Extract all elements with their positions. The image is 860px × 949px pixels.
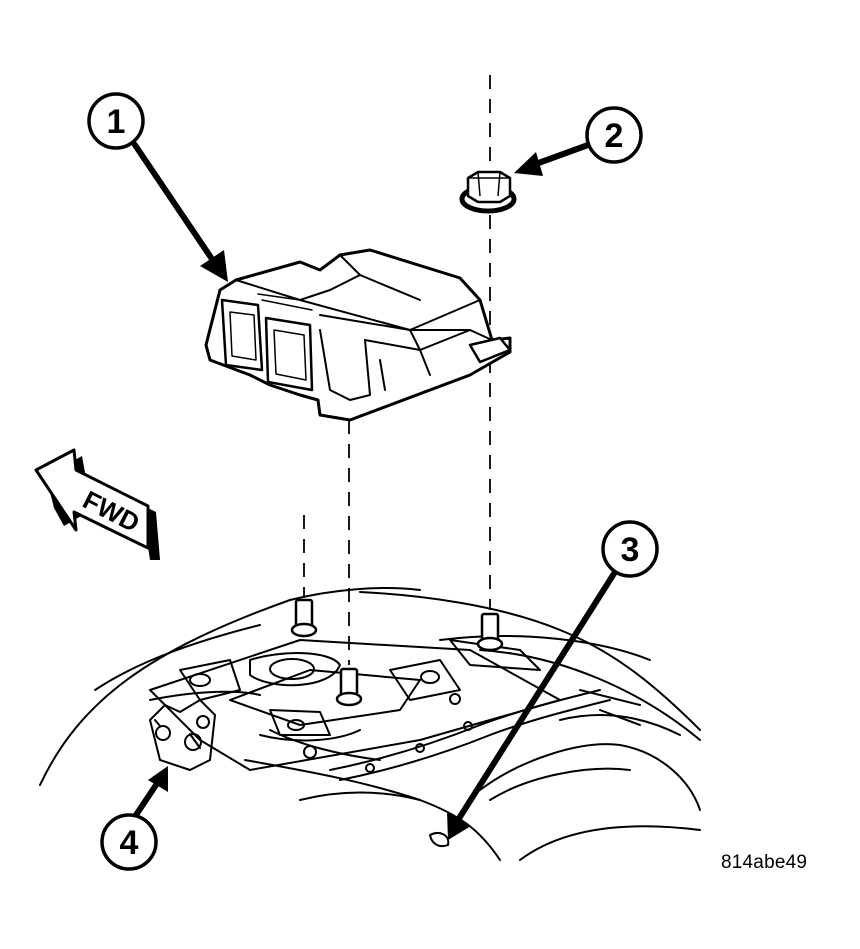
figure-code: 814abe49 bbox=[721, 852, 808, 873]
stud-right-base bbox=[476, 636, 504, 652]
arrowhead-2 bbox=[514, 152, 543, 176]
forward-direction-arrow: FWD bbox=[34, 448, 160, 560]
svg-text:3: 3 bbox=[621, 531, 640, 569]
svg-text:2: 2 bbox=[605, 117, 624, 155]
stud-front-base bbox=[335, 691, 363, 707]
connector-socket-b bbox=[264, 316, 314, 392]
svg-text:1: 1 bbox=[107, 103, 126, 141]
leader-lines bbox=[132, 142, 618, 823]
airbag-control-module bbox=[204, 248, 512, 422]
callout-2: 2 bbox=[585, 106, 643, 164]
alignment-lines bbox=[303, 75, 491, 665]
leader-4 bbox=[133, 779, 161, 818]
floor-pan bbox=[39, 587, 701, 861]
leader-arrowheads bbox=[148, 152, 543, 840]
leader-3 bbox=[455, 569, 618, 823]
leader-1 bbox=[132, 142, 217, 265]
arrowhead-1 bbox=[200, 250, 228, 282]
mounting-nut bbox=[459, 170, 517, 214]
mounting-studs bbox=[290, 598, 504, 707]
stud-left-base bbox=[290, 622, 318, 638]
callout-3: 3 bbox=[601, 520, 659, 578]
leader-2 bbox=[530, 142, 591, 168]
callout-1: 1 bbox=[87, 92, 145, 150]
callout-4: 4 bbox=[100, 813, 158, 871]
svg-text:4: 4 bbox=[120, 824, 139, 862]
arrowhead-4 bbox=[148, 766, 168, 792]
arrowhead-3 bbox=[447, 812, 471, 840]
